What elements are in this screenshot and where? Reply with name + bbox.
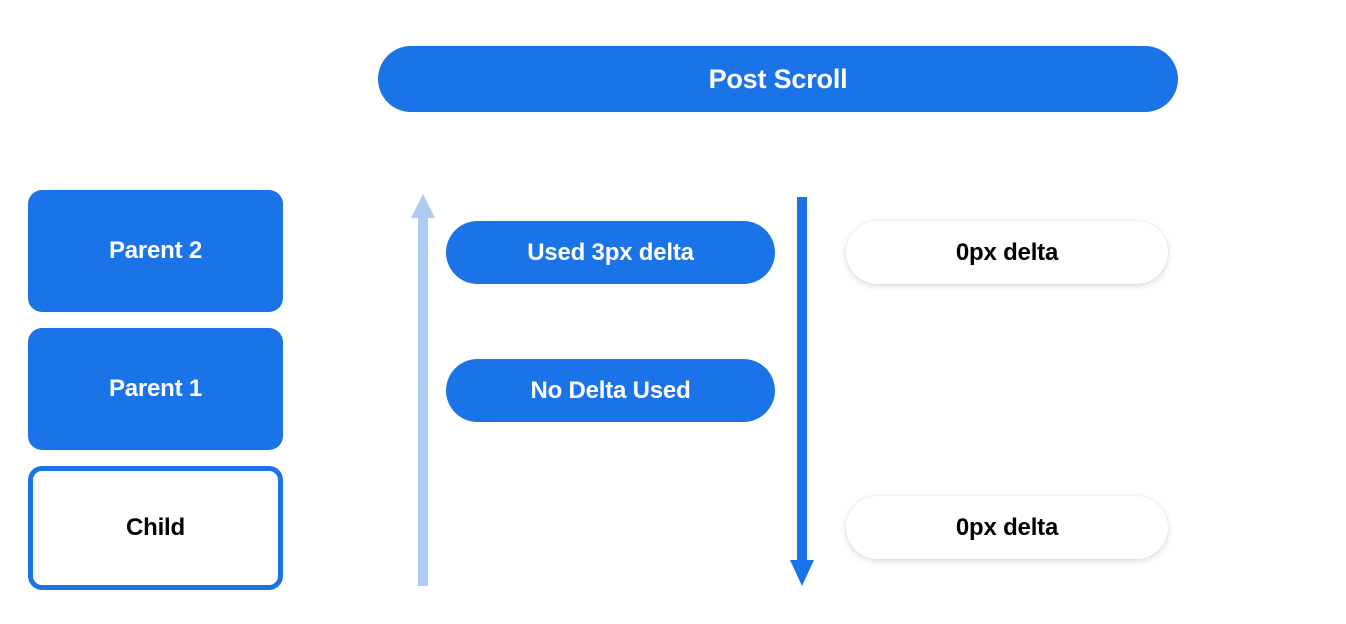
down-arrow-icon [789, 197, 815, 586]
delta-pill-no-delta-used: No Delta Used [446, 359, 775, 422]
stack-box-child: Child [28, 466, 283, 590]
delta-pill-used-3px: Used 3px delta [446, 221, 775, 284]
result-pill-0px-delta-bottom: 0px delta [846, 496, 1168, 559]
stack-box-parent-2: Parent 2 [28, 190, 283, 312]
stack-box-parent-1: Parent 1 [28, 328, 283, 450]
up-arrow-icon [410, 194, 436, 586]
post-scroll-header: Post Scroll [378, 46, 1178, 112]
result-pill-0px-delta-top: 0px delta [846, 221, 1168, 284]
